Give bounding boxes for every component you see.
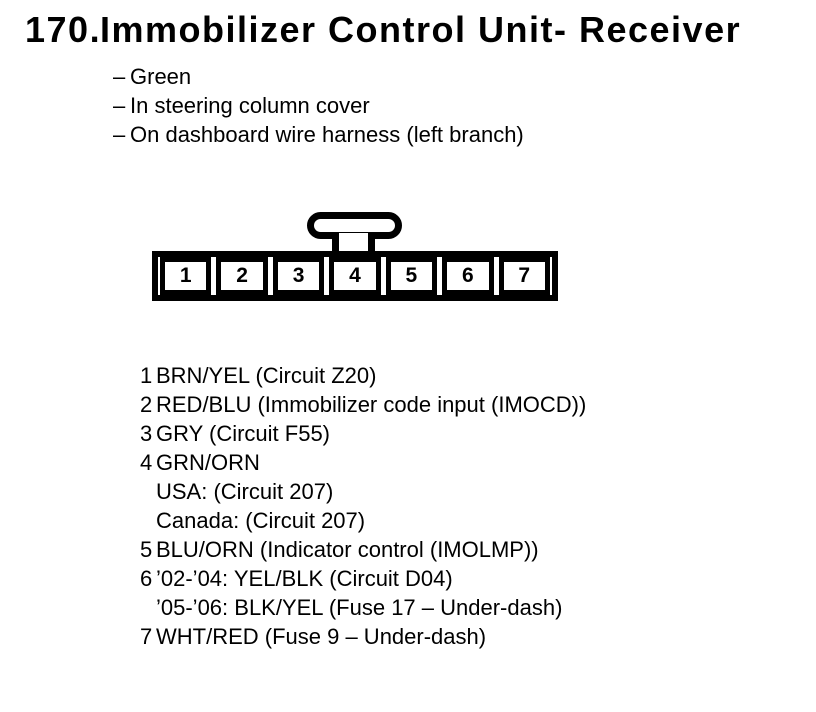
pin-number: 6 [140,566,153,591]
pin-description: BLU/ORN (Indicator control (IMOLMP)) [156,537,539,562]
pin-number: 1 [140,363,153,388]
location-notes: – Green – In steering column cover – On … [113,62,524,149]
connector-pin-5: 5 [385,257,438,295]
connector-pin-2: 2 [216,257,268,295]
pin-number: 7 [140,624,153,649]
pinout-row-3: 3 GRY (Circuit F55) [140,419,586,448]
pin-description: GRY (Circuit F55) [156,421,331,446]
connector-body: 1 2 3 4 5 6 7 [152,251,558,301]
dash-bullet: – [113,64,126,89]
pin-description: RED/BLU (Immobilizer code input (IMOCD)) [156,392,587,417]
pin-number: 3 [140,421,153,446]
connector-pin-1: 1 [160,257,212,295]
note-location: – In steering column cover [113,91,524,120]
page-title: 170. Immobilizer Control Unit- Receiver [25,8,741,52]
connector-key-stem-icon [332,233,375,252]
connector-pin-7: 7 [498,257,550,295]
connector-pin-6: 6 [442,257,494,295]
dash-bullet: – [113,93,126,118]
note-color: – Green [113,62,524,91]
connector-pin-3: 3 [272,257,325,295]
note-text: Green [130,64,192,89]
pin-description-canada: Canada: (Circuit 207) [156,508,366,533]
pinout-row-4: 4 GRN/ORN USA: (Circuit 207) Canada: (Ci… [140,448,586,535]
pin-number: 2 [140,392,153,417]
pinout-row-5: 5 BLU/ORN (Indicator control (IMOLMP)) [140,535,586,564]
note-harness: – On dashboard wire harness (left branch… [113,120,524,149]
pin-number: 5 [140,537,153,562]
dash-bullet: – [113,122,126,147]
pin-description: WHT/RED (Fuse 9 – Under-dash) [156,624,487,649]
section-title: Immobilizer Control Unit- Receiver [100,9,742,50]
pinout-row-6: 6 ’02-’04: YEL/BLK (Circuit D04) ’05-’06… [140,564,586,622]
pinout-row-1: 1 BRN/YEL (Circuit Z20) [140,361,586,390]
pin-description: BRN/YEL (Circuit Z20) [156,363,377,388]
pin-number: 4 [140,450,153,475]
pin-description-usa: USA: (Circuit 207) [156,479,334,504]
pinout-list: 1 BRN/YEL (Circuit Z20) 2 RED/BLU (Immob… [140,361,586,651]
pin-description: GRN/ORN [156,450,260,475]
note-text: On dashboard wire harness (left branch) [130,122,524,147]
pin-description-05-06: ’05-’06: BLK/YEL (Fuse 17 – Under-dash) [156,595,563,620]
section-number: 170. [25,9,102,50]
pinout-row-7: 7 WHT/RED (Fuse 9 – Under-dash) [140,622,586,651]
connector-pin-4: 4 [329,257,381,295]
pinout-row-2: 2 RED/BLU (Immobilizer code input (IMOCD… [140,390,586,419]
note-text: In steering column cover [130,93,370,118]
pin-description-02-04: ’02-’04: YEL/BLK (Circuit D04) [156,566,453,591]
